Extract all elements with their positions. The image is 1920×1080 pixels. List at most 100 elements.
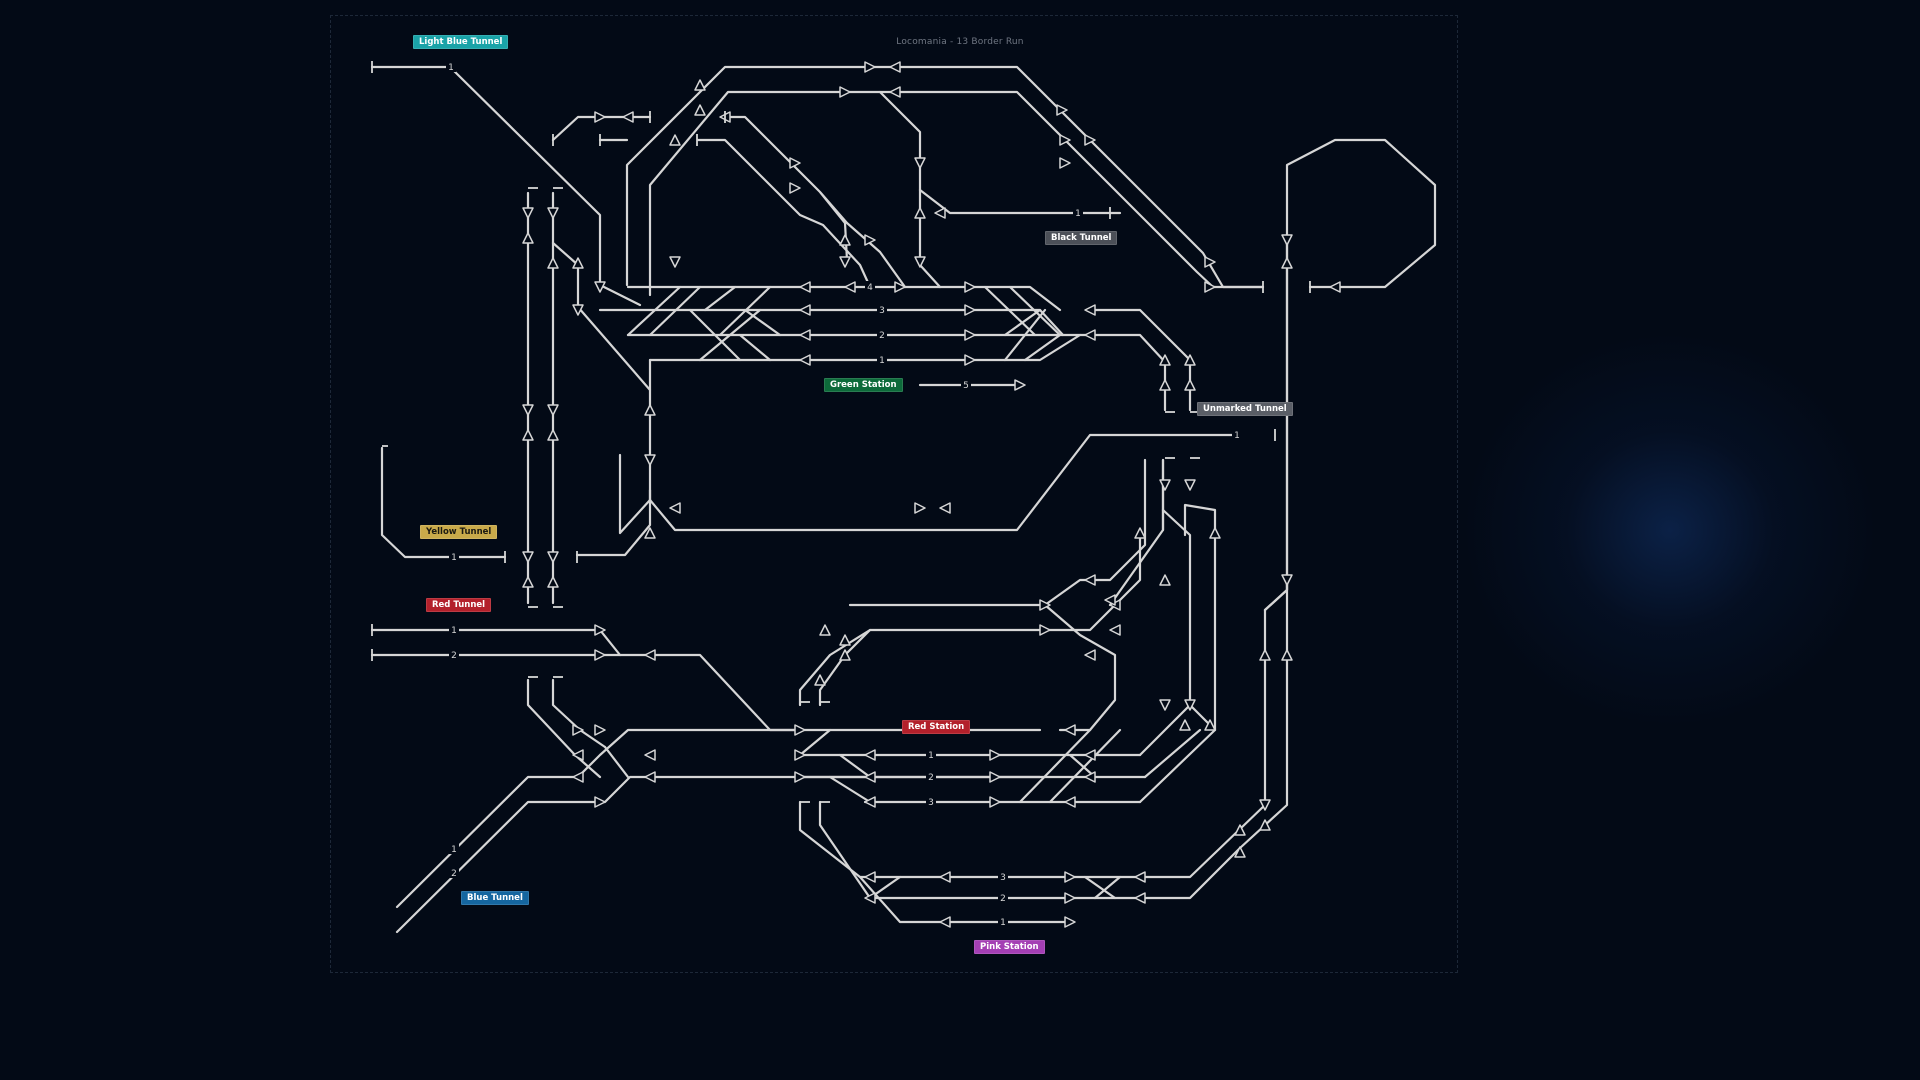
signal-marker[interactable] bbox=[644, 527, 656, 539]
signal-marker[interactable] bbox=[939, 871, 951, 883]
red-tunnel-label[interactable]: Red Tunnel bbox=[426, 598, 492, 612]
signal-marker[interactable] bbox=[1134, 527, 1146, 539]
signal-marker[interactable] bbox=[864, 796, 876, 808]
signal-marker[interactable] bbox=[1159, 479, 1171, 491]
signal-marker[interactable] bbox=[914, 256, 926, 268]
signal-marker[interactable] bbox=[1234, 824, 1246, 836]
signal-marker[interactable] bbox=[1059, 134, 1071, 146]
signal-marker[interactable] bbox=[594, 724, 606, 736]
light-blue-tunnel-label[interactable]: Light Blue Tunnel bbox=[413, 35, 509, 49]
signal-marker[interactable] bbox=[1039, 599, 1051, 611]
signal-marker[interactable] bbox=[1056, 104, 1068, 116]
signal-marker[interactable] bbox=[1109, 624, 1121, 636]
signal-marker[interactable] bbox=[934, 207, 946, 219]
signal-marker[interactable] bbox=[1059, 157, 1071, 169]
signal-marker[interactable] bbox=[522, 404, 534, 416]
signal-marker[interactable] bbox=[794, 749, 806, 761]
signal-marker[interactable] bbox=[844, 281, 856, 293]
signal-marker[interactable] bbox=[799, 329, 811, 341]
signal-marker[interactable] bbox=[669, 256, 681, 268]
signal-marker[interactable] bbox=[789, 182, 801, 194]
signal-marker[interactable] bbox=[1084, 304, 1096, 316]
signal-marker[interactable] bbox=[1084, 771, 1096, 783]
signal-marker[interactable] bbox=[799, 304, 811, 316]
signal-marker[interactable] bbox=[889, 86, 901, 98]
signal-marker[interactable] bbox=[1104, 594, 1116, 606]
signal-marker[interactable] bbox=[1204, 719, 1216, 731]
signal-marker[interactable] bbox=[1159, 574, 1171, 586]
signal-marker[interactable] bbox=[939, 502, 951, 514]
signal-marker[interactable] bbox=[1281, 257, 1293, 269]
signal-marker[interactable] bbox=[547, 551, 559, 563]
signal-marker[interactable] bbox=[964, 354, 976, 366]
signal-marker[interactable] bbox=[1064, 796, 1076, 808]
signal-marker[interactable] bbox=[819, 624, 831, 636]
signal-marker[interactable] bbox=[572, 304, 584, 316]
signal-marker[interactable] bbox=[964, 304, 976, 316]
signal-marker[interactable] bbox=[644, 649, 656, 661]
signal-marker[interactable] bbox=[522, 207, 534, 219]
signal-marker[interactable] bbox=[694, 79, 706, 91]
signal-marker[interactable] bbox=[1014, 379, 1026, 391]
signal-marker[interactable] bbox=[1084, 649, 1096, 661]
signal-marker[interactable] bbox=[889, 61, 901, 73]
signal-marker[interactable] bbox=[1281, 234, 1293, 246]
yellow-tunnel-label[interactable]: Yellow Tunnel bbox=[420, 525, 498, 539]
signal-marker[interactable] bbox=[1184, 699, 1196, 711]
signal-marker[interactable] bbox=[1281, 574, 1293, 586]
signal-marker[interactable] bbox=[522, 429, 534, 441]
signal-marker[interactable] bbox=[839, 634, 851, 646]
signal-marker[interactable] bbox=[964, 281, 976, 293]
signal-marker[interactable] bbox=[839, 649, 851, 661]
signal-marker[interactable] bbox=[1134, 871, 1146, 883]
signal-marker[interactable] bbox=[594, 281, 606, 293]
unmarked-tunnel-label[interactable]: Unmarked Tunnel bbox=[1197, 402, 1293, 416]
signal-marker[interactable] bbox=[1209, 527, 1221, 539]
signal-marker[interactable] bbox=[1064, 871, 1076, 883]
signal-marker[interactable] bbox=[522, 576, 534, 588]
signal-marker[interactable] bbox=[794, 724, 806, 736]
signal-marker[interactable] bbox=[839, 256, 851, 268]
signal-marker[interactable] bbox=[1064, 916, 1076, 928]
signal-marker[interactable] bbox=[939, 916, 951, 928]
signal-marker[interactable] bbox=[864, 892, 876, 904]
signal-marker[interactable] bbox=[989, 771, 1001, 783]
signal-marker[interactable] bbox=[1134, 892, 1146, 904]
signal-marker[interactable] bbox=[547, 207, 559, 219]
signal-marker[interactable] bbox=[794, 771, 806, 783]
signal-marker[interactable] bbox=[594, 624, 606, 636]
signal-marker[interactable] bbox=[572, 749, 584, 761]
red-station-label[interactable]: Red Station bbox=[902, 720, 971, 734]
signal-marker[interactable] bbox=[522, 232, 534, 244]
signal-marker[interactable] bbox=[1184, 479, 1196, 491]
signal-marker[interactable] bbox=[864, 771, 876, 783]
signal-marker[interactable] bbox=[1159, 379, 1171, 391]
signal-marker[interactable] bbox=[622, 111, 634, 123]
signal-marker[interactable] bbox=[1329, 281, 1341, 293]
signal-marker[interactable] bbox=[1184, 354, 1196, 366]
signal-marker[interactable] bbox=[1204, 256, 1216, 268]
signal-marker[interactable] bbox=[989, 749, 1001, 761]
signal-marker[interactable] bbox=[839, 86, 851, 98]
signal-marker[interactable] bbox=[694, 104, 706, 116]
signal-marker[interactable] bbox=[1064, 724, 1076, 736]
signal-marker[interactable] bbox=[594, 649, 606, 661]
signal-marker[interactable] bbox=[1259, 799, 1271, 811]
signal-marker[interactable] bbox=[644, 771, 656, 783]
signal-marker[interactable] bbox=[1084, 749, 1096, 761]
signal-marker[interactable] bbox=[644, 404, 656, 416]
signal-marker[interactable] bbox=[789, 157, 801, 169]
signal-marker[interactable] bbox=[522, 551, 534, 563]
signal-marker[interactable] bbox=[1234, 846, 1246, 858]
signal-marker[interactable] bbox=[1281, 649, 1293, 661]
signal-marker[interactable] bbox=[594, 796, 606, 808]
black-tunnel-label[interactable]: Black Tunnel bbox=[1045, 231, 1118, 245]
pink-station-label[interactable]: Pink Station bbox=[974, 940, 1045, 954]
signal-marker[interactable] bbox=[547, 576, 559, 588]
signal-marker[interactable] bbox=[799, 354, 811, 366]
signal-marker[interactable] bbox=[547, 404, 559, 416]
signal-marker[interactable] bbox=[547, 257, 559, 269]
signal-marker[interactable] bbox=[814, 674, 826, 686]
signal-marker[interactable] bbox=[864, 234, 876, 246]
